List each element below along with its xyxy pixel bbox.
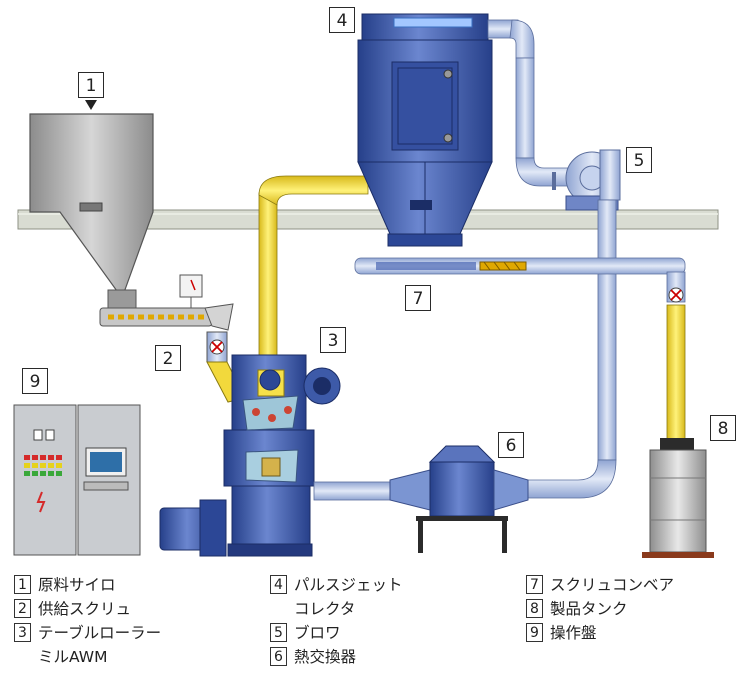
legend-text: 原料サイロ	[38, 576, 116, 594]
legend-item-3: 3 テーブルローラー	[14, 620, 161, 644]
silo	[29, 100, 154, 313]
legend-text: ブロワ	[294, 624, 341, 642]
callout-1: 1	[78, 72, 104, 98]
legend-item-9: 9 操作盤	[526, 620, 674, 644]
legend-column-3: 7 スクリュコンベア 8 製品タンク 9 操作盤	[526, 572, 674, 644]
callout-4: 4	[329, 7, 355, 33]
legend-item-8: 8 製品タンク	[526, 596, 674, 620]
return-duct	[519, 199, 617, 499]
legend-num: 2	[14, 598, 31, 618]
legend-item-2: 2 供給スクリュ	[14, 596, 161, 620]
table-roller-mill	[159, 354, 341, 557]
pulse-jet-collector	[357, 13, 493, 247]
legend-text: テーブルローラー	[38, 624, 162, 642]
legend-num: 6	[270, 646, 287, 666]
legend-item-1: 1 原料サイロ	[14, 572, 161, 596]
yellow-drop-to-tank	[666, 271, 686, 441]
callout-9: 9	[22, 368, 48, 394]
duct-collector-to-blower	[487, 19, 573, 190]
product-tank	[642, 438, 714, 558]
legend-item-4: 4 パルスジェット	[270, 572, 403, 596]
callout-7: 7	[405, 285, 431, 311]
control-panel	[13, 404, 141, 556]
legend-num: 7	[526, 574, 543, 594]
legend-text: 製品タンク	[550, 600, 628, 618]
legend-text: 熱交換器	[294, 648, 357, 666]
blower	[565, 149, 621, 211]
legend-text: コレクタ	[294, 600, 356, 618]
legend-text: スクリュコンベア	[550, 576, 675, 594]
legend-num: 5	[270, 622, 287, 642]
legend-item-4-cont: コレクタ	[270, 596, 403, 620]
legend-text: パルスジェット	[294, 576, 403, 594]
callout-3: 3	[320, 327, 346, 353]
legend-num: 4	[270, 574, 287, 594]
feed-screw	[99, 274, 234, 331]
legend-item-6: 6 熱交換器	[270, 644, 403, 668]
legend-num: 9	[526, 622, 543, 642]
legend-num: 3	[14, 622, 31, 642]
legend-column-1: 1 原料サイロ 2 供給スクリュ 3 テーブルローラー ミルAWM	[14, 572, 161, 668]
legend-text: ミルAWM	[38, 648, 108, 666]
legend-num: 8	[526, 598, 543, 618]
legend-text: 供給スクリュ	[38, 600, 132, 618]
legend-item-3-cont: ミルAWM	[14, 644, 161, 668]
callout-2: 2	[155, 345, 181, 371]
callout-8: 8	[710, 415, 736, 441]
callout-5: 5	[626, 147, 652, 173]
yellow-duct-mill-to-collector	[258, 175, 369, 384]
screw-conveyor	[354, 257, 686, 275]
legend-text: 操作盤	[550, 624, 597, 642]
legend-item-5: 5 ブロワ	[270, 620, 403, 644]
heat-exchanger	[313, 445, 529, 553]
legend-item-7: 7 スクリュコンベア	[526, 572, 674, 596]
callout-6: 6	[498, 432, 524, 458]
legend-num: 1	[14, 574, 31, 594]
legend-column-2: 4 パルスジェット コレクタ 5 ブロワ 6 熱交換器	[270, 572, 403, 668]
